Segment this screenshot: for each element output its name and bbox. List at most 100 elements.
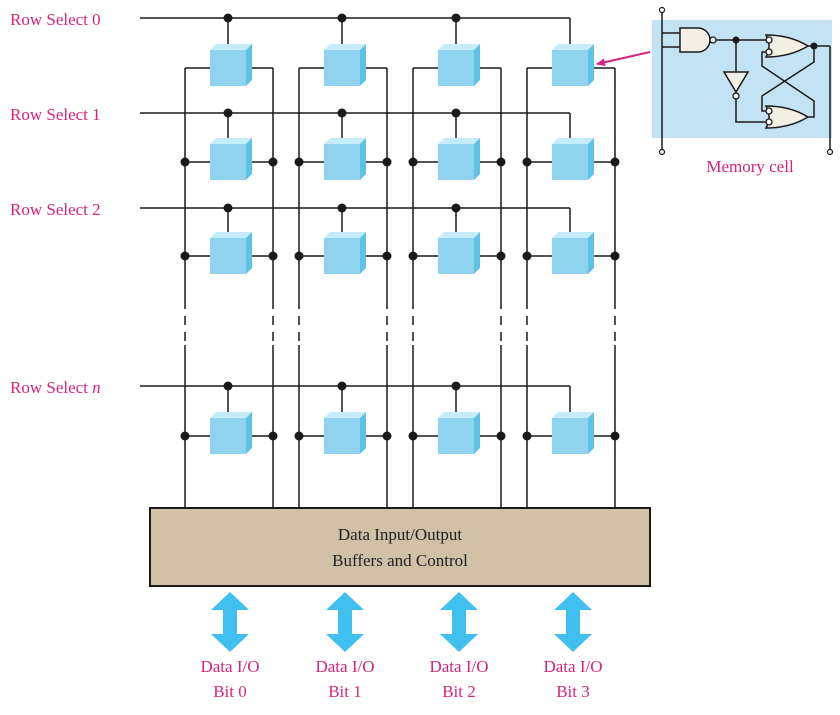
cell-top-face: [210, 232, 252, 238]
cell-side-face: [588, 44, 594, 86]
bit-line-junction: [268, 157, 278, 167]
bit-line-junction: [522, 431, 532, 441]
cell-front-face: [552, 50, 588, 86]
cell-side-face: [360, 44, 366, 86]
memory-cell-r2-c3: [552, 232, 594, 274]
bidirectional-arrow-icon-1: [326, 592, 364, 652]
bit-line-junction: [180, 431, 190, 441]
cell-top-face: [552, 412, 594, 418]
cell-top-face: [324, 232, 366, 238]
memory-cell-r1-c2: [438, 138, 480, 180]
terminal-bottom-right: [826, 148, 834, 156]
cell-side-face: [360, 232, 366, 274]
cell-front-face: [552, 238, 588, 274]
cell-front-face: [324, 144, 360, 180]
row-select-n-label: Row Select n: [10, 378, 101, 397]
cell-side-face: [474, 232, 480, 274]
cell-top-face: [324, 412, 366, 418]
cell-top-face: [438, 412, 480, 418]
cell-side-face: [474, 138, 480, 180]
cell-front-face: [438, 50, 474, 86]
bit-line-junction: [294, 157, 304, 167]
bit-line-junction: [408, 251, 418, 261]
bit-line-junction: [408, 157, 418, 167]
memory-cell-r0-c3: [552, 44, 594, 86]
data-io-bit-2: Data I/O Bit 2: [429, 657, 488, 701]
memory-cell-r2-c2: [438, 232, 480, 274]
bit-line-junction: [294, 251, 304, 261]
inverter-bubble: [732, 92, 740, 100]
bit-line-junction: [522, 157, 532, 167]
cell-side-face: [360, 138, 366, 180]
memory-cell-r1-c0: [210, 138, 252, 180]
memory-cell-r3-c2: [438, 412, 480, 454]
bit-line-junction: [294, 431, 304, 441]
data-io-bit-3-line2: Bit 3: [556, 682, 590, 701]
data-io-bit-0: Data I/O Bit 0: [200, 657, 259, 701]
cell-front-face: [210, 238, 246, 274]
bit-line-junction: [408, 431, 418, 441]
data-io-bit-2-line1: Data I/O: [429, 657, 488, 676]
lower-nor-gate-icon: [764, 105, 810, 129]
memory-cell-array: [210, 44, 594, 454]
cell-side-face: [246, 232, 252, 274]
memory-cell-r2-c1: [324, 232, 366, 274]
data-io-bit-1-line2: Bit 1: [328, 682, 362, 701]
bit-line-junction: [382, 431, 392, 441]
terminal-bottom-left: [658, 148, 666, 156]
cell-front-face: [552, 144, 588, 180]
bidirectional-arrow-icon-2: [440, 592, 478, 652]
cell-side-face: [588, 412, 594, 454]
bit-line-junction: [180, 157, 190, 167]
data-io-bit-0-line2: Bit 0: [213, 682, 247, 701]
cell-front-face: [438, 418, 474, 454]
cell-side-face: [246, 44, 252, 86]
memory-cell-detail: [652, 6, 834, 156]
cell-top-face: [552, 138, 594, 144]
data-io-bit-0-line1: Data I/O: [200, 657, 259, 676]
cell-top-face: [210, 44, 252, 50]
inverter-icon: [722, 71, 750, 94]
data-io-bit-1: Data I/O Bit 1: [315, 657, 374, 701]
bit-line-junction: [180, 251, 190, 261]
bit-line-junction: [496, 251, 506, 261]
bit-line-junction: [496, 157, 506, 167]
cell-top-face: [438, 44, 480, 50]
memory-cell-r0-c0: [210, 44, 252, 86]
io-buffer-label-line2: Buffers and Control: [332, 551, 468, 570]
bit-line-junction: [610, 431, 620, 441]
bit-line-junction: [268, 431, 278, 441]
memory-cell-r3-c1: [324, 412, 366, 454]
cell-top-face: [438, 232, 480, 238]
io-buffer-label-line1: Data Input/Output: [338, 525, 462, 544]
data-io-bit-3-line1: Data I/O: [543, 657, 602, 676]
bit-line-junction: [382, 251, 392, 261]
cell-top-face: [438, 138, 480, 144]
row-select-2-label: Row Select 2: [10, 200, 101, 219]
memory-cell-r3-c0: [210, 412, 252, 454]
bit-line-junction: [610, 251, 620, 261]
bidirectional-arrow-icon-3: [554, 592, 592, 652]
cell-side-face: [474, 44, 480, 86]
cell-side-face: [246, 412, 252, 454]
cell-front-face: [438, 238, 474, 274]
bit-line-junction: [382, 157, 392, 167]
cell-top-face: [552, 232, 594, 238]
memory-cell-r2-c0: [210, 232, 252, 274]
cell-front-face: [210, 418, 246, 454]
memory-cell-caption: Memory cell: [706, 157, 794, 176]
data-io-bit-1-line1: Data I/O: [315, 657, 374, 676]
bit-line-junction: [496, 431, 506, 441]
data-io-bit-3: Data I/O Bit 3: [543, 657, 602, 701]
bit-line-junction: [268, 251, 278, 261]
cell-front-face: [210, 50, 246, 86]
nand-bubble: [709, 36, 717, 44]
terminal-top: [658, 6, 666, 14]
cell-front-face: [324, 238, 360, 274]
bidirectional-arrow-icon-0: [211, 592, 249, 652]
cell-front-face: [324, 418, 360, 454]
cell-side-face: [588, 232, 594, 274]
cell-front-face: [210, 144, 246, 180]
memory-cell-r1-c3: [552, 138, 594, 180]
